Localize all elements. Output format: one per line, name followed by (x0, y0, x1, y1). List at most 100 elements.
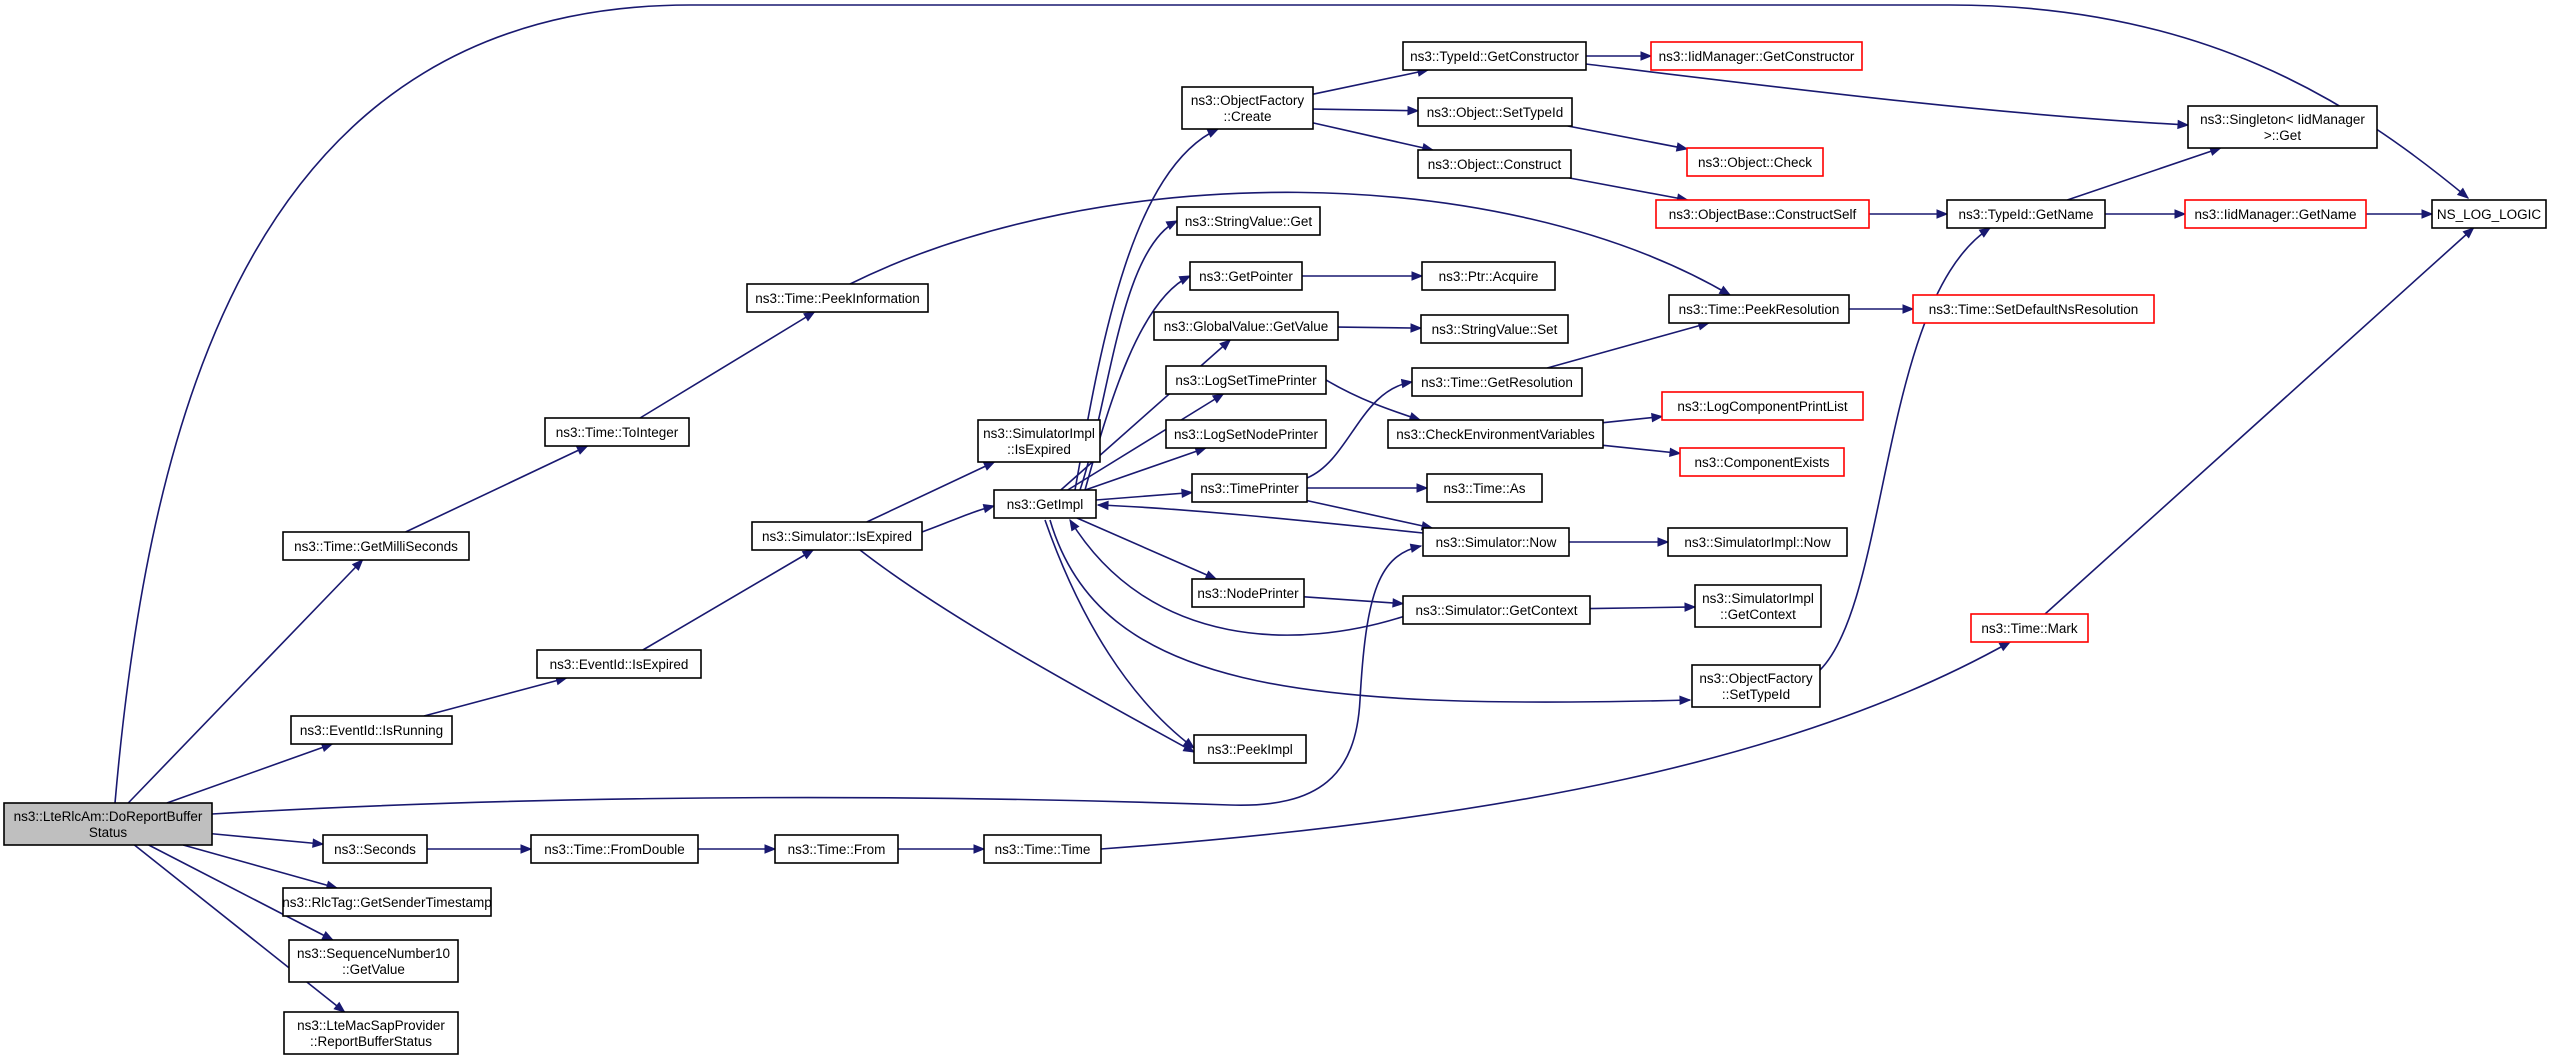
node-label: ::SetTypeId (1722, 687, 1790, 702)
node-evexp[interactable]: ns3::EventId::IsExpired (536, 649, 702, 679)
node-box (1153, 311, 1339, 341)
node-simimplctx[interactable]: ns3::SimulatorImpl::GetContext (1694, 584, 1822, 628)
node-label: ns3::Ptr::Acquire (1439, 269, 1539, 284)
node-ofsettid[interactable]: ns3::ObjectFactory::SetTypeId (1691, 664, 1821, 708)
node-label: ns3::Time::GetMilliSeconds (294, 539, 458, 554)
node-nodeprn[interactable]: ns3::NodePrinter (1191, 578, 1305, 608)
node-box (1426, 473, 1543, 503)
edge-tidgetname-to-iidgetname (2105, 209, 2187, 219)
call-nodes: ns3::LteRlcAm::DoReportBufferStatusns3::… (3, 41, 2547, 1055)
node-fromdbl[interactable]: ns3::Time::FromDouble (530, 834, 699, 864)
node-getms[interactable]: ns3::Time::GetMilliSeconds (282, 531, 470, 561)
node-box (1191, 578, 1305, 608)
node-box (2187, 105, 2378, 149)
node-strset[interactable]: ns3::StringValue::Set (1420, 314, 1569, 344)
edge-ofsettid-to-tidgetname (1819, 227, 1992, 671)
arrowhead-icon (1182, 742, 1196, 753)
node-simimplnow[interactable]: ns3::SimulatorImpl::Now (1667, 527, 1848, 557)
node-peekres[interactable]: ns3::Time::PeekResolution (1668, 294, 1850, 324)
node-label: ns3::SequenceNumber10 (297, 946, 450, 961)
edge-timeprn-to-simnow (1306, 499, 1434, 531)
node-seqnum[interactable]: ns3::SequenceNumber10::GetValue (288, 939, 459, 983)
arrowhead-icon (1181, 488, 1194, 499)
node-label: ::ReportBufferStatus (310, 1034, 432, 1049)
node-peekimpl[interactable]: ns3::PeekImpl (1193, 734, 1307, 764)
node-label: ns3::ComponentExists (1694, 455, 1829, 470)
node-label: ns3::ObjectBase::ConstructSelf (1669, 207, 1857, 222)
node-box (322, 834, 428, 864)
node-checkenv[interactable]: ns3::CheckEnvironmentVariables (1387, 419, 1604, 449)
node-label: ns3::TimePrinter (1200, 481, 1299, 496)
node-singleton[interactable]: ns3::Singleton< IidManager>::Get (2187, 105, 2378, 149)
node-box (1661, 391, 1864, 421)
node-iidgetname[interactable]: ns3::IidManager::GetName (2184, 199, 2367, 229)
node-strget[interactable]: ns3::StringValue::Get (1176, 206, 1321, 236)
node-label: ns3::LogSetTimePrinter (1175, 373, 1317, 388)
node-ltemac[interactable]: ns3::LteMacSapProvider::ReportBufferStat… (283, 1011, 459, 1055)
node-box (1191, 473, 1308, 503)
node-iidgetc[interactable]: ns3::IidManager::GetConstructor (1650, 41, 1863, 71)
node-box (983, 834, 1102, 864)
node-label: ns3::LogSetNodePrinter (1174, 427, 1319, 442)
node-label: ns3::Time::PeekInformation (755, 291, 920, 306)
node-box (1420, 314, 1569, 344)
node-box (283, 1011, 459, 1055)
node-gvget[interactable]: ns3::GlobalValue::GetValue (1153, 311, 1339, 341)
edge-line (423, 677, 567, 717)
node-objcheck[interactable]: ns3::Object::Check (1686, 147, 1824, 177)
node-box (1193, 734, 1307, 764)
node-box (530, 834, 699, 864)
node-time[interactable]: ns3::Time::Time (983, 834, 1102, 864)
edge-timeprn-to-timeas (1307, 483, 1429, 493)
edge-line (642, 549, 814, 651)
node-getimpl[interactable]: ns3::GetImpl (993, 489, 1097, 519)
edge-nodeprn-to-simctx (1303, 596, 1405, 608)
node-ptracq[interactable]: ns3::Ptr::Acquire (1421, 261, 1556, 291)
node-objbase[interactable]: ns3::ObjectBase::ConstructSelf (1655, 199, 1870, 229)
node-box (1655, 199, 1870, 229)
node-label: ns3::Time::FromDouble (544, 842, 685, 857)
arrowhead-icon (1206, 128, 1220, 138)
node-simimplexp[interactable]: ns3::SimulatorImpl::IsExpired (977, 419, 1101, 463)
node-lognode[interactable]: ns3::LogSetNodePrinter (1165, 419, 1327, 449)
node-box (1970, 613, 2089, 643)
node-timemark[interactable]: ns3::Time::Mark (1970, 613, 2089, 643)
node-objsettid[interactable]: ns3::Object::SetTypeId (1417, 97, 1573, 127)
node-tidgetname[interactable]: ns3::TypeId::GetName (1946, 199, 2106, 229)
node-label: ns3::Time::ToInteger (556, 425, 679, 440)
node-label: ns3::CheckEnvironmentVariables (1396, 427, 1595, 442)
edge-line (1044, 519, 1195, 749)
node-rlctag[interactable]: ns3::RlcTag::GetSenderTimestamp (282, 887, 492, 917)
node-label: ns3::Time::GetResolution (1421, 375, 1573, 390)
edge-line (1547, 322, 1709, 369)
arrowhead-icon (982, 503, 996, 514)
edge-simctx-to-getimpl (1069, 518, 1406, 636)
node-seconds[interactable]: ns3::Seconds (322, 834, 428, 864)
node-simnow[interactable]: ns3::Simulator::Now (1422, 527, 1570, 557)
node-compex[interactable]: ns3::ComponentExists (1679, 447, 1845, 477)
node-simexp[interactable]: ns3::Simulator::IsExpired (751, 521, 923, 551)
node-simctx[interactable]: ns3::Simulator::GetContext (1402, 595, 1591, 625)
node-from[interactable]: ns3::Time::From (774, 834, 899, 864)
arrowhead-icon (1936, 209, 1949, 219)
node-getres[interactable]: ns3::Time::GetResolution (1411, 367, 1583, 397)
node-peekinfo[interactable]: ns3::Time::PeekInformation (746, 283, 929, 313)
node-setdefres[interactable]: ns3::Time::SetDefaultNsResolution (1912, 294, 2155, 324)
node-timeprn[interactable]: ns3::TimePrinter (1191, 473, 1308, 503)
node-label: >::Get (2264, 128, 2301, 143)
node-objfac[interactable]: ns3::ObjectFactory::Create (1181, 86, 1314, 130)
node-objcons[interactable]: ns3::Object::Construct (1417, 149, 1572, 179)
node-box (1165, 365, 1327, 395)
node-isrun[interactable]: ns3::EventId::IsRunning (290, 715, 453, 745)
node-getptr[interactable]: ns3::GetPointer (1189, 261, 1303, 291)
node-tidgetc[interactable]: ns3::TypeId::GetConstructor (1402, 41, 1587, 71)
edge-line (166, 743, 333, 804)
node-nslog[interactable]: NS_LOG_LOGIC (2431, 199, 2547, 229)
arrowhead-icon (1219, 339, 1232, 351)
node-logcpl[interactable]: ns3::LogComponentPrintList (1661, 391, 1864, 421)
node-toint[interactable]: ns3::Time::ToInteger (544, 417, 690, 447)
node-box (290, 715, 453, 745)
node-timeas[interactable]: ns3::Time::As (1426, 473, 1543, 503)
node-logtime[interactable]: ns3::LogSetTimePrinter (1165, 365, 1327, 395)
